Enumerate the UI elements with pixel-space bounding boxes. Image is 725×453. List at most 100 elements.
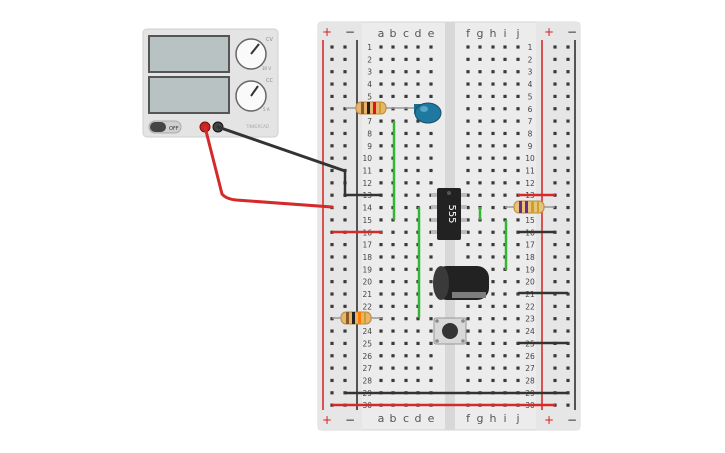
- breadboard-hole[interactable]: [404, 45, 408, 49]
- breadboard-hole[interactable]: [566, 366, 570, 370]
- breadboard-hole[interactable]: [478, 144, 482, 148]
- breadboard-hole[interactable]: [503, 181, 507, 185]
- breadboard-hole[interactable]: [429, 280, 433, 284]
- breadboard-hole[interactable]: [379, 255, 383, 259]
- breadboard-hole[interactable]: [404, 144, 408, 148]
- breadboard-hole[interactable]: [343, 218, 347, 222]
- breadboard-hole[interactable]: [343, 70, 347, 74]
- breadboard-hole[interactable]: [491, 329, 495, 333]
- breadboard-hole[interactable]: [391, 354, 395, 358]
- breadboard-hole[interactable]: [516, 218, 520, 222]
- jumper-wires[interactable]: [332, 121, 568, 407]
- breadboard-hole[interactable]: [491, 181, 495, 185]
- breadboard-hole[interactable]: [553, 304, 557, 308]
- breadboard-hole[interactable]: [379, 168, 383, 173]
- breadboard-hole[interactable]: [416, 70, 420, 74]
- breadboard-hole[interactable]: [343, 144, 347, 148]
- breadboard-hole[interactable]: [516, 131, 520, 136]
- breadboard-hole[interactable]: [566, 317, 570, 321]
- breadboard-hole[interactable]: [516, 107, 520, 111]
- breadboard-hole[interactable]: [330, 378, 334, 383]
- breadboard-hole[interactable]: [379, 181, 383, 185]
- breadboard-hole[interactable]: [429, 304, 433, 308]
- breadboard-hole[interactable]: [429, 82, 433, 86]
- breadboard-hole[interactable]: [566, 119, 570, 123]
- breadboard-hole[interactable]: [466, 255, 470, 259]
- breadboard-hole[interactable]: [478, 94, 482, 98]
- breadboard-hole[interactable]: [503, 119, 507, 123]
- breadboard-hole[interactable]: [391, 292, 395, 296]
- breadboard-hole[interactable]: [343, 366, 347, 370]
- breadboard-hole[interactable]: [491, 107, 495, 111]
- breadboard-hole[interactable]: [466, 107, 470, 111]
- breadboard-hole[interactable]: [466, 82, 470, 86]
- breadboard-hole[interactable]: [466, 57, 470, 61]
- breadboard-hole[interactable]: [416, 144, 420, 148]
- breadboard-hole[interactable]: [330, 144, 334, 148]
- breadboard-hole[interactable]: [416, 341, 420, 345]
- breadboard-hole[interactable]: [404, 205, 408, 210]
- breadboard-hole[interactable]: [503, 218, 507, 222]
- breadboard-hole[interactable]: [478, 70, 482, 74]
- breadboard-hole[interactable]: [478, 341, 482, 345]
- breadboard-hole[interactable]: [553, 366, 557, 370]
- breadboard-hole[interactable]: [343, 156, 347, 160]
- breadboard-hole[interactable]: [553, 107, 557, 111]
- breadboard-hole[interactable]: [404, 255, 408, 259]
- breadboard-hole[interactable]: [466, 70, 470, 74]
- breadboard-hole[interactable]: [379, 119, 383, 123]
- breadboard-hole[interactable]: [404, 193, 408, 197]
- breadboard-hole[interactable]: [391, 267, 395, 271]
- breadboard-hole[interactable]: [330, 329, 334, 333]
- breadboard-hole[interactable]: [330, 119, 334, 123]
- breadboard-hole[interactable]: [330, 156, 334, 160]
- breadboard-hole[interactable]: [553, 243, 557, 247]
- breadboard-hole[interactable]: [566, 230, 570, 234]
- breadboard-hole[interactable]: [416, 57, 420, 61]
- breadboard-hole[interactable]: [404, 354, 408, 358]
- breadboard-hole[interactable]: [429, 378, 433, 383]
- breadboard-hole[interactable]: [491, 230, 495, 234]
- breadboard-hole[interactable]: [503, 378, 507, 383]
- breadboard-hole[interactable]: [491, 70, 495, 74]
- breadboard-hole[interactable]: [491, 193, 495, 197]
- breadboard-hole[interactable]: [379, 378, 383, 383]
- breadboard-hole[interactable]: [503, 366, 507, 370]
- breadboard-hole[interactable]: [416, 168, 420, 173]
- breadboard-hole[interactable]: [343, 329, 347, 333]
- breadboard-hole[interactable]: [478, 168, 482, 173]
- breadboard-hole[interactable]: [391, 366, 395, 370]
- breadboard-hole[interactable]: [516, 267, 520, 271]
- breadboard-hole[interactable]: [566, 280, 570, 284]
- breadboard-hole[interactable]: [379, 341, 383, 345]
- breadboard-hole[interactable]: [466, 119, 470, 123]
- breadboard-hole[interactable]: [379, 218, 383, 222]
- breadboard-hole[interactable]: [553, 168, 557, 173]
- breadboard-hole[interactable]: [516, 156, 520, 160]
- breadboard-hole[interactable]: [491, 354, 495, 358]
- breadboard-hole[interactable]: [416, 329, 420, 333]
- breadboard-hole[interactable]: [404, 57, 408, 61]
- breadboard-hole[interactable]: [343, 341, 347, 345]
- breadboard-hole[interactable]: [429, 354, 433, 358]
- breadboard-hole[interactable]: [553, 317, 557, 321]
- breadboard-hole[interactable]: [391, 304, 395, 308]
- breadboard-hole[interactable]: [503, 144, 507, 148]
- breadboard-hole[interactable]: [404, 218, 408, 222]
- breadboard-hole[interactable]: [330, 366, 334, 370]
- breadboard-hole[interactable]: [566, 168, 570, 173]
- breadboard-hole[interactable]: [330, 292, 334, 296]
- breadboard-hole[interactable]: [391, 317, 395, 321]
- breadboard-hole[interactable]: [379, 280, 383, 284]
- breadboard-hole[interactable]: [404, 168, 408, 173]
- breadboard-hole[interactable]: [330, 341, 334, 345]
- breadboard-hole[interactable]: [491, 156, 495, 160]
- breadboard-hole[interactable]: [516, 144, 520, 148]
- breadboard-hole[interactable]: [553, 131, 557, 136]
- breadboard-hole[interactable]: [516, 354, 520, 358]
- breadboard-hole[interactable]: [466, 94, 470, 98]
- breadboard-hole[interactable]: [330, 304, 334, 308]
- breadboard-hole[interactable]: [566, 255, 570, 259]
- breadboard-hole[interactable]: [343, 280, 347, 284]
